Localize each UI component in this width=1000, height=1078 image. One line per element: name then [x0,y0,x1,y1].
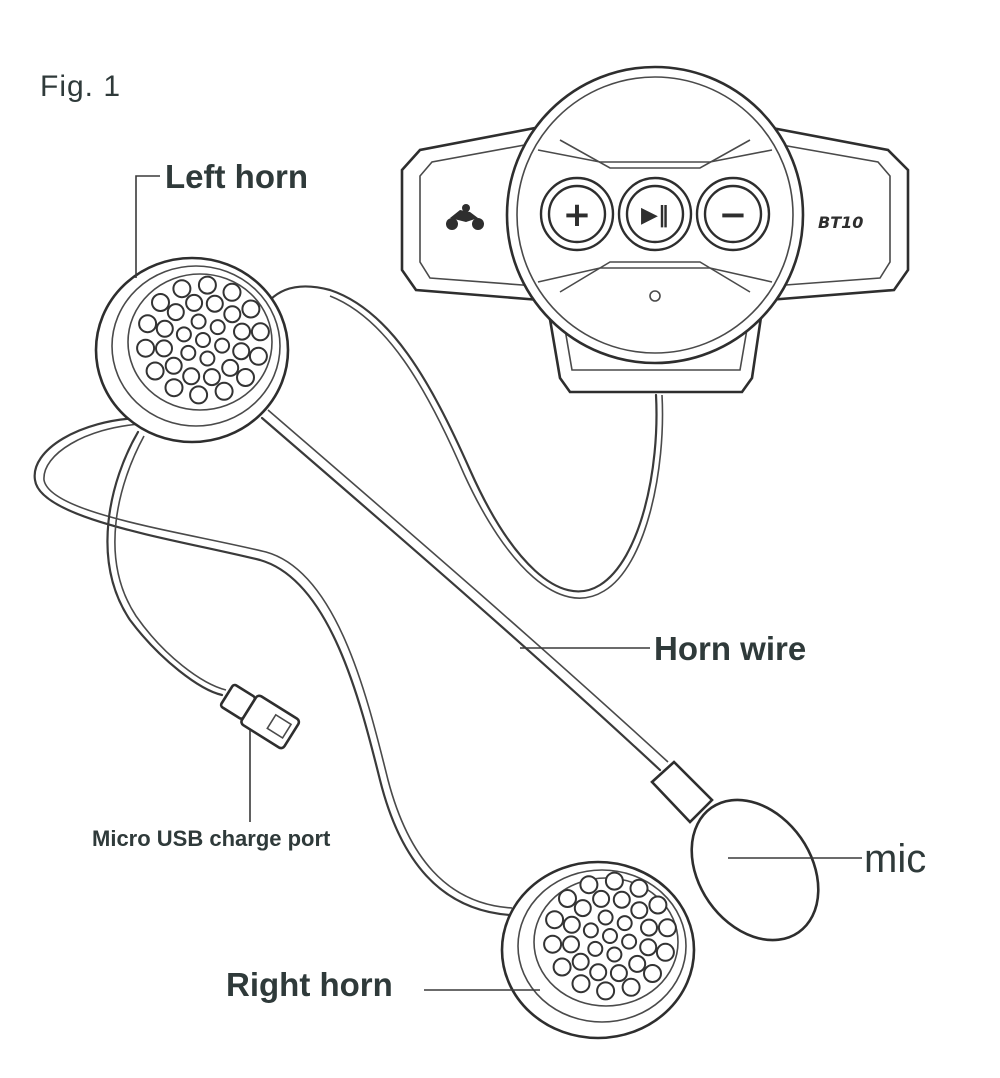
speaker-hole [214,381,234,401]
speaker-hole [571,952,590,971]
speaker-hole [648,895,668,915]
speaker-hole [138,314,158,334]
speaker-hole [155,339,173,358]
speaker-hole [190,313,207,330]
speaker-hole [232,342,251,361]
speaker-hole [185,293,204,312]
speaker-hole [604,871,624,891]
speaker-hole [657,918,677,938]
speaker-hole [209,319,226,336]
speaker-hole [195,332,211,348]
speaker-hole [629,878,649,898]
speaker-hole [166,303,185,322]
play-pause-icon: ▶‖ [641,203,669,228]
speaker-hole [639,938,658,957]
speaker-hole [136,338,156,358]
speaker-hole [552,957,572,977]
speaker-hole [602,928,618,944]
model-label: BT10 [818,213,863,232]
speaker-hole [205,294,224,313]
speaker-hole [616,915,633,932]
speaker-hole [628,954,647,973]
speaker-hole [643,964,662,983]
speaker-hole [164,356,183,375]
speaker-hole [223,305,242,324]
label-left-horn: Left horn [165,158,308,195]
volume-down-button[interactable]: − [695,176,771,252]
speaker-hole [597,909,614,926]
speaker-hole [571,974,591,994]
usb-cable [106,430,224,697]
speaker-hole [151,293,170,312]
speaker-hole [172,279,192,299]
speaker-hole [609,964,628,983]
speaker-hole [175,326,192,343]
speaker-hole [621,977,641,997]
speaker-hole [606,946,623,963]
speaker-hole [197,275,217,295]
label-micro-usb: Micro USB charge port [92,826,331,851]
speaker-hole [558,889,577,908]
speaker-hole [579,875,599,895]
label-horn-wire: Horn wire [654,630,806,667]
speaker-hole [233,322,251,341]
motorcycle-icon [446,204,484,230]
control-unit: BT10 + ▶‖ − [400,65,910,394]
speaker-hole [655,942,675,962]
speaker-hole [221,358,240,377]
left-horn [94,256,290,444]
speaker-hole [621,933,638,950]
speaker-hole [182,367,201,386]
right-horn [500,860,696,1040]
figure-title: Fig. 1 [40,70,121,103]
microphone [650,760,820,942]
speaker-hole [236,368,255,387]
control-cable [268,285,658,593]
speaker-hole [241,299,261,319]
speaker-hole [189,385,209,405]
speaker-hole [589,963,608,982]
speaker-hole [562,935,580,954]
speaker-hole [596,981,616,1001]
speaker-hole [222,282,242,302]
speaker-hole [562,915,581,934]
minus-icon: − [719,195,748,235]
speaker-hole [582,922,599,939]
speaker-hole [640,918,658,937]
speaker-hole [250,322,270,342]
horn-wire [260,416,662,772]
play-pause-button[interactable]: ▶‖ [617,176,693,252]
speaker-hole [214,337,231,354]
speaker-hole [587,940,604,957]
speaker-hole [543,934,563,954]
speaker-hole [248,346,268,366]
usb-plug [219,683,301,750]
speaker-hole [164,378,184,398]
speaker-hole [612,890,631,909]
speaker-hole [592,889,611,908]
speaker-hole [155,319,174,338]
label-right-horn: Right horn [226,966,393,1003]
speaker-hole [573,899,592,918]
speaker-hole [180,344,197,361]
label-mic: mic [864,837,926,881]
speaker-hole [545,910,565,930]
horn-cable [33,416,512,917]
speaker-hole [145,361,165,381]
volume-up-button[interactable]: + [539,176,615,252]
speaker-hole [199,350,216,367]
speaker-hole [202,368,221,387]
plus-icon: + [563,195,592,235]
speaker-hole [630,901,649,920]
